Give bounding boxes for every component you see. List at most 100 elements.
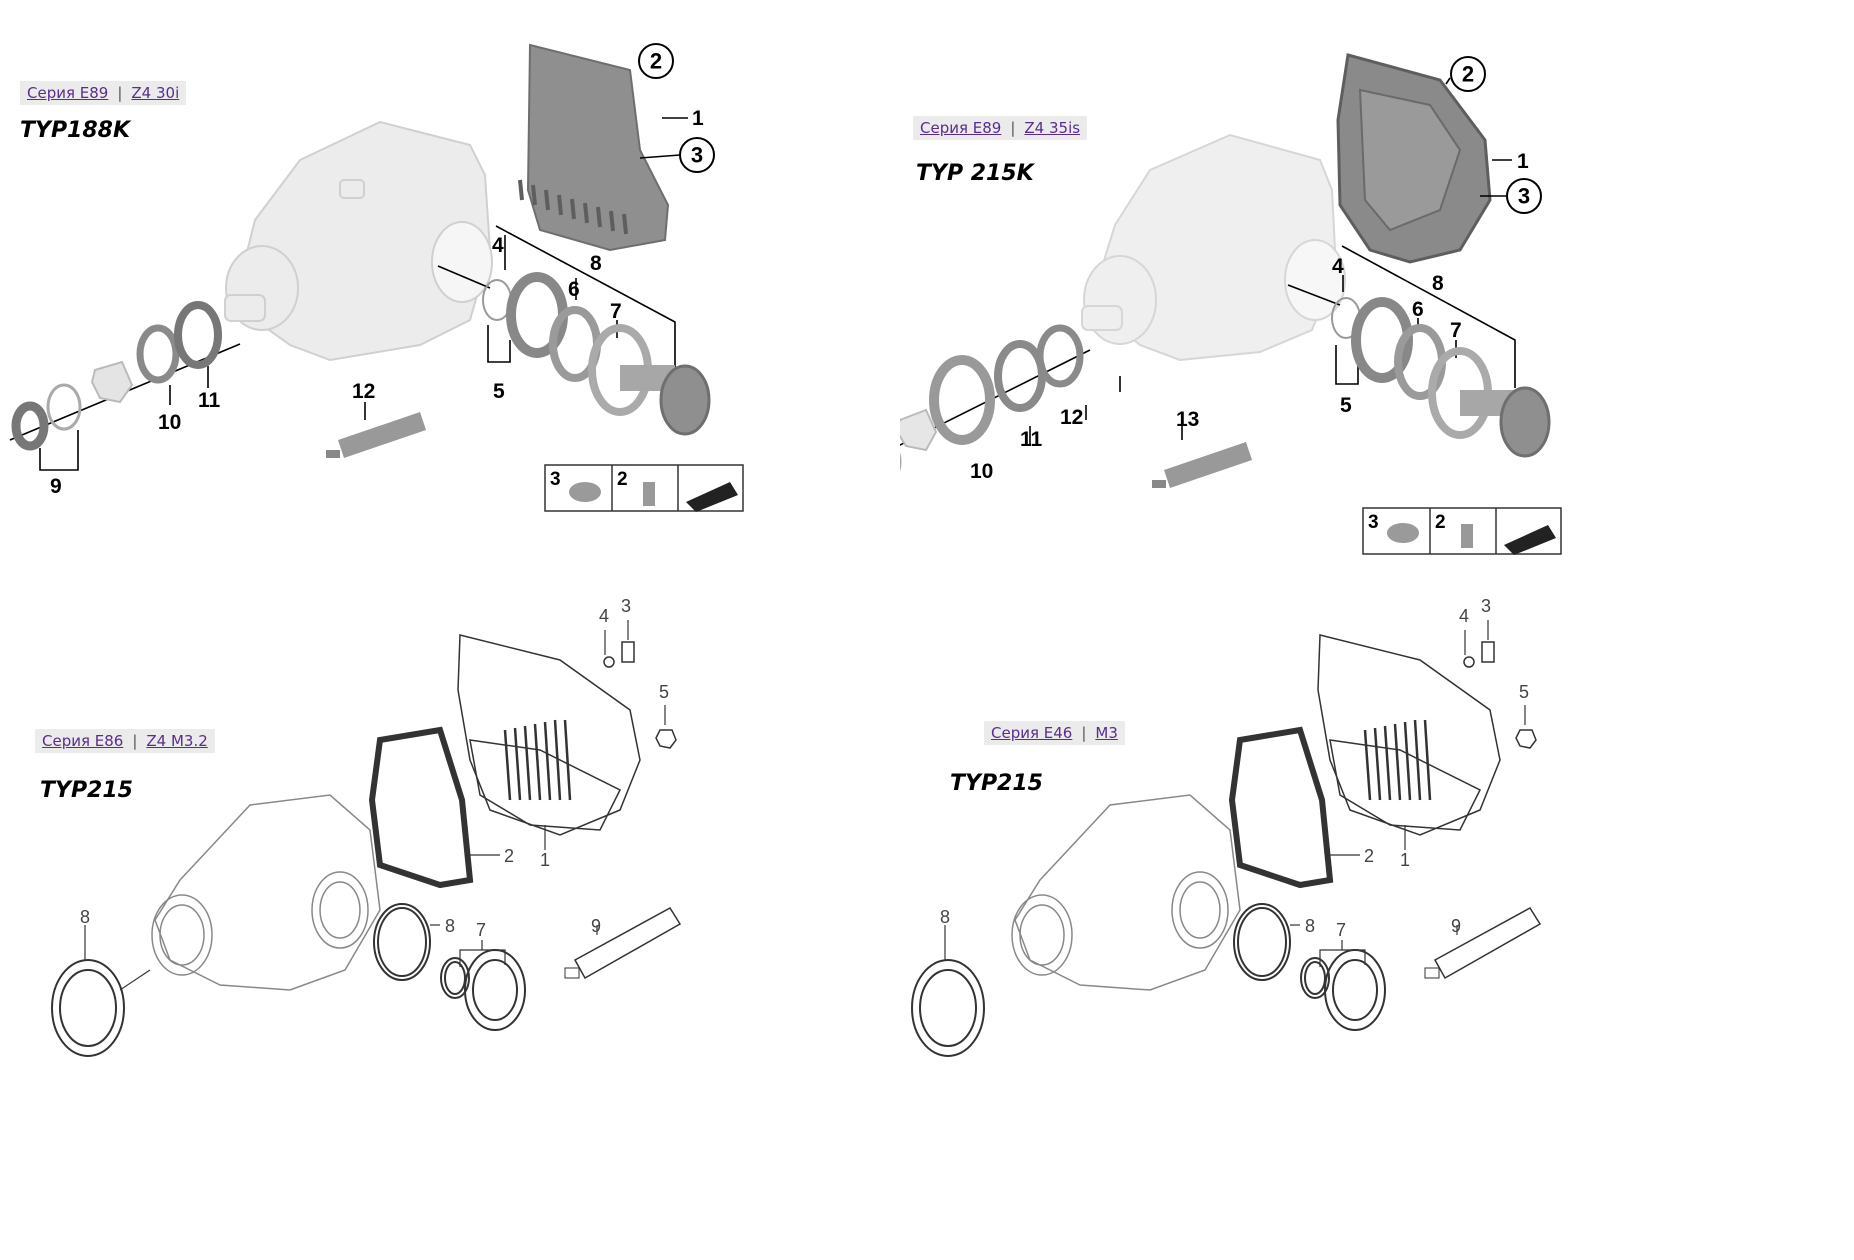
differential-housing <box>151 794 381 991</box>
callout-4: 4 <box>1459 606 1469 626</box>
sealant-tube <box>1152 442 1252 488</box>
callout-3: 3 <box>691 143 703 168</box>
callout-1: 1 <box>692 107 704 130</box>
callout-6: 6 <box>1412 298 1424 321</box>
model-link[interactable]: Z4 M3.2 <box>146 732 208 750</box>
callout-1: 1 <box>1517 150 1529 173</box>
bolts <box>1463 641 1537 749</box>
typ-title-panel-1: TYP188K <box>20 118 131 143</box>
series-link[interactable]: Серия E89 <box>27 84 109 102</box>
hw-label-2: 2 <box>617 469 628 490</box>
callout-13: 13 <box>1176 408 1199 431</box>
breadcrumb-panel-1: Серия E89 | Z4 30i <box>20 81 187 105</box>
callout-3: 3 <box>621 596 631 616</box>
callout-labels: 8 8 7 9 2 1 4 3 5 <box>940 596 1529 940</box>
callout-3: 3 <box>1481 596 1491 616</box>
typ-title-panel-2: TYP 215K <box>916 161 1034 186</box>
callout-1: 1 <box>1400 850 1410 870</box>
callout-8b: 8 <box>1305 916 1315 936</box>
series-link[interactable]: Серия E89 <box>920 119 1002 137</box>
callout-8b: 8 <box>445 916 455 936</box>
callout-5: 5 <box>659 682 669 702</box>
model-link[interactable]: M3 <box>1095 724 1118 742</box>
callout-9: 9 <box>1451 916 1461 936</box>
series-link[interactable]: Серия E46 <box>991 724 1073 742</box>
callout-labels: 8 8 7 9 2 1 4 3 5 <box>80 596 669 940</box>
callout-2: 2 <box>1462 62 1474 87</box>
callout-10: 10 <box>970 460 993 483</box>
callout-8: 8 <box>590 252 602 275</box>
callout-6: 6 <box>568 278 580 301</box>
finned-cover <box>1317 634 1501 836</box>
callout-11: 11 <box>198 389 221 412</box>
differential-housing <box>1011 794 1241 991</box>
callout-1: 1 <box>540 850 550 870</box>
callout-5: 5 <box>1340 394 1352 417</box>
breadcrumb-separator: | <box>117 84 123 102</box>
sealant-tube <box>564 907 682 980</box>
hw-label-3: 3 <box>550 469 561 490</box>
gasket <box>368 726 474 889</box>
hardware-box <box>544 464 744 512</box>
diagram-panel-2: 2 3 1 4 5 6 7 8 9 10 11 12 13 3 2 <box>900 53 1562 555</box>
callout-11: 11 <box>1020 428 1043 451</box>
diagram-panel-3: 8 8 7 9 2 1 4 3 5 <box>51 596 682 1057</box>
model-link[interactable]: Z4 35is <box>1024 119 1081 137</box>
breadcrumb-separator: | <box>1010 119 1016 137</box>
bolts <box>603 641 677 749</box>
model-link[interactable]: Z4 30i <box>131 84 180 102</box>
typ-title-panel-4: TYP215 <box>950 771 1043 796</box>
callout-10: 10 <box>158 411 181 434</box>
callout-2: 2 <box>1364 846 1374 866</box>
differential-housing <box>1081 133 1346 362</box>
hw-label-2: 2 <box>1435 512 1446 533</box>
callout-2: 2 <box>650 49 662 74</box>
leader-lines <box>84 620 666 991</box>
seal-rings <box>900 297 1492 472</box>
callout-12: 12 <box>1060 406 1083 429</box>
callout-labels: 2 3 1 4 5 6 7 8 9 10 11 12 13 3 2 <box>970 56 1542 533</box>
diagram-panel-4: 8 8 7 9 2 1 4 3 5 <box>911 596 1542 1057</box>
breadcrumb-panel-2: Серия E89 | Z4 35is <box>913 116 1088 140</box>
hardware-box <box>1362 507 1562 555</box>
callout-5: 5 <box>1519 682 1529 702</box>
typ-title-panel-3: TYP215 <box>40 778 133 803</box>
callout-7: 7 <box>610 300 622 323</box>
differential-housing <box>224 120 493 362</box>
breadcrumb-separator: | <box>132 732 138 750</box>
callout-8: 8 <box>80 907 90 927</box>
seal-rings <box>51 903 526 1057</box>
output-flange <box>1460 386 1551 458</box>
leader-lines <box>944 620 1526 967</box>
callout-2: 2 <box>504 846 514 866</box>
drain-plug <box>900 408 938 452</box>
breadcrumb-panel-4: Серия E46 | M3 <box>984 721 1125 745</box>
series-link[interactable]: Серия E86 <box>42 732 124 750</box>
sealant-tube <box>1424 907 1542 980</box>
finned-cover <box>457 634 641 836</box>
callout-3: 3 <box>1518 184 1530 209</box>
callout-7: 7 <box>1336 920 1346 940</box>
breadcrumb-panel-3: Серия E86 | Z4 M3.2 <box>35 729 215 753</box>
gasket <box>1228 726 1334 889</box>
finned-cover <box>1336 53 1492 264</box>
finned-cover <box>518 43 670 252</box>
callout-5: 5 <box>493 380 505 403</box>
breadcrumb-separator: | <box>1081 724 1087 742</box>
callout-labels: 2 3 1 4 5 6 7 8 9 10 11 12 3 2 <box>50 43 715 498</box>
callout-12: 12 <box>352 380 375 403</box>
callout-7: 7 <box>1450 319 1462 342</box>
callout-8: 8 <box>940 907 950 927</box>
sealant-tube <box>326 412 426 458</box>
drain-plug <box>90 360 134 404</box>
callout-4: 4 <box>1332 255 1344 278</box>
callout-8: 8 <box>1432 272 1444 295</box>
callout-7: 7 <box>476 920 486 940</box>
output-flange <box>620 364 711 436</box>
callout-4: 4 <box>599 606 609 626</box>
callout-9: 9 <box>50 475 62 498</box>
callout-9: 9 <box>591 916 601 936</box>
hw-label-3: 3 <box>1368 512 1379 533</box>
diagram-panel-1: 2 3 1 4 5 6 7 8 9 10 11 12 3 2 <box>9 43 744 512</box>
callout-4: 4 <box>492 234 504 257</box>
